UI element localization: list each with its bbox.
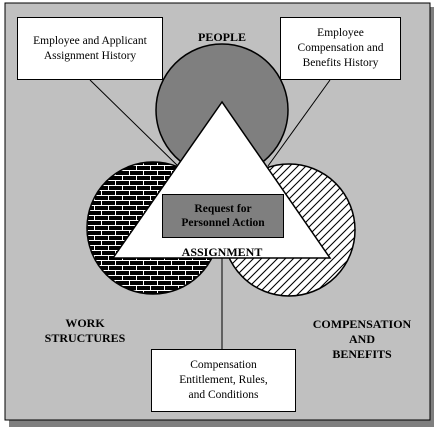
employee-comp-benefits-history-box: Employee Compensation and Benefits Histo…	[280, 17, 401, 80]
connector-line-comp-history	[267, 79, 331, 167]
comp-entitlement-rules-box: Compensation Entitlement, Rules, and Con…	[151, 349, 296, 412]
work-structures-label: WORK STRUCTURES	[44, 316, 126, 345]
assignment-label: ASSIGNMENT	[181, 245, 263, 259]
request-personnel-action-box: Request for Personnel Action	[162, 194, 284, 238]
people-label: PEOPLE	[197, 30, 246, 44]
compensation-benefits-label: COMPENSATION AND BENEFITS	[312, 317, 412, 361]
connector-line-history	[89, 79, 181, 169]
employee-applicant-history-box: Employee and Applicant Assignment Histor…	[17, 17, 163, 80]
